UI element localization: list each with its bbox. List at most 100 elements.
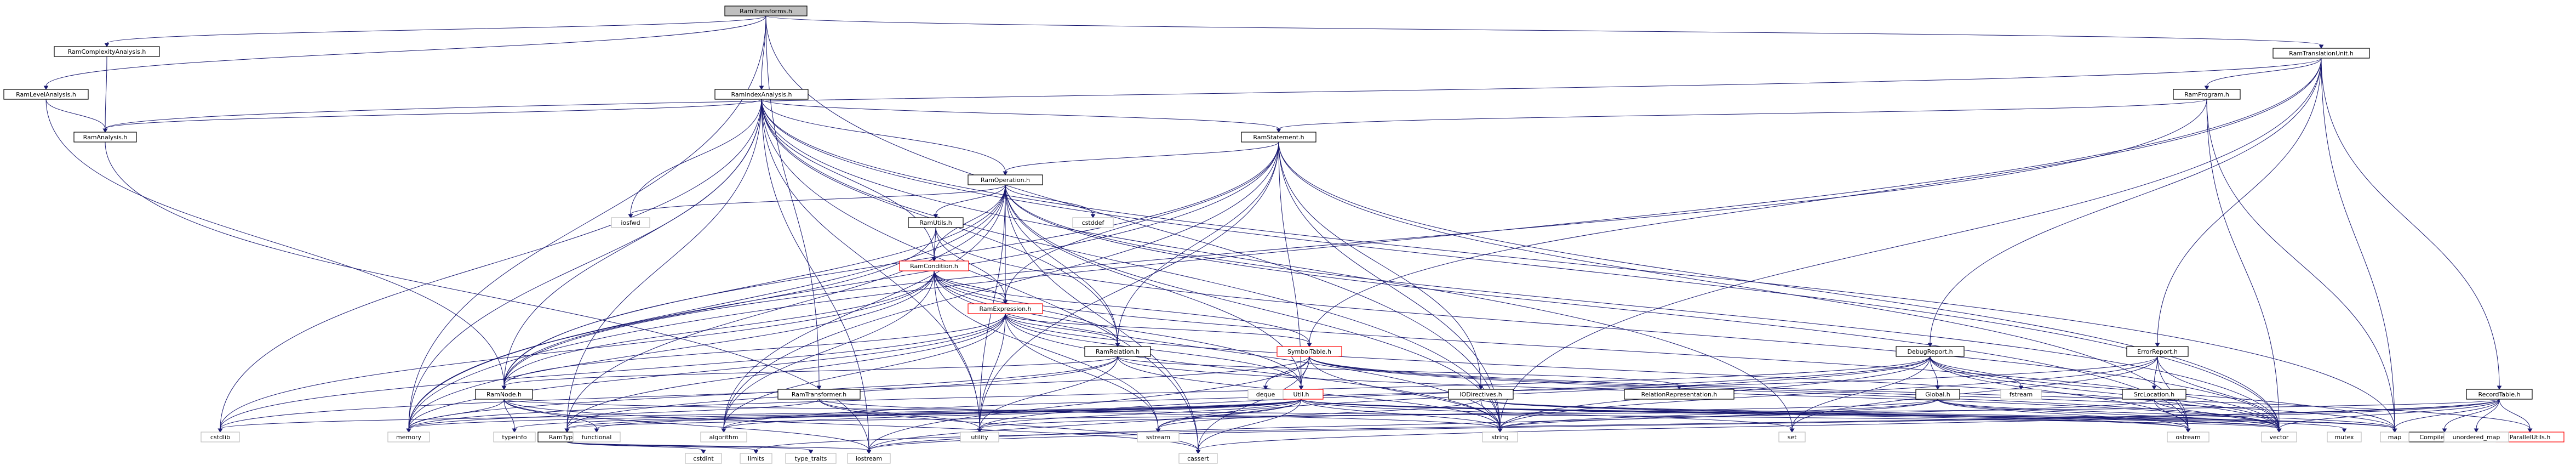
node-global-h[interactable]: Global.h: [1915, 389, 1960, 400]
nodes-layer: RamTransforms.hRamComplexityAnalysis.hRa…: [3, 5, 2564, 464]
node-label: typeinfo: [502, 434, 526, 441]
edge-ramindex-to-ramcondition: [761, 99, 937, 262]
node-ramstatement-h[interactable]: RamStatement.h: [1241, 132, 1316, 143]
edge-srclocation-to-ostream: [2154, 399, 2191, 433]
node-label: SrcLocation.h: [2134, 391, 2174, 398]
edge-ramcondition-to-ramexpression: [934, 270, 1008, 304]
node-box: [387, 432, 430, 442]
node-ramtranslationunit-h[interactable]: RamTranslationUnit.h: [2272, 48, 2370, 59]
edge-ramtu-to-map: [2321, 58, 2397, 433]
edge-ramstatement-to-ramoperation: [1003, 141, 1279, 175]
node-algorithm: algorithm: [700, 432, 747, 442]
node-label: RamStatement.h: [1253, 134, 1304, 141]
node-label: RamTransforms.h: [740, 8, 792, 15]
edge-ramexpression-to-algorithm: [721, 313, 1006, 433]
edge-ramoperation-to-ramnode: [501, 184, 1006, 390]
edge-recordtable-to-vector: [2276, 399, 2500, 433]
node-label: RamAnalysis.h: [83, 134, 128, 141]
node-map: map: [2380, 432, 2409, 442]
node-label: IODirectives.h: [1459, 391, 1502, 398]
node-ramlevelanalysis-h[interactable]: RamLevelAnalysis.h: [3, 89, 89, 100]
node-iodirectives-h[interactable]: IODirectives.h: [1448, 389, 1514, 400]
node-label: unordered_map: [2453, 434, 2500, 441]
node-ramprogram-h[interactable]: RamProgram.h: [2173, 89, 2241, 100]
node-ramindexanalysis-h[interactable]: RamIndexAnalysis.h: [714, 89, 809, 100]
node-symboltable-h[interactable]: SymbolTable.h: [1276, 346, 1342, 357]
node-ramtransforms-h[interactable]: RamTransforms.h: [724, 5, 808, 16]
edge-ramnode-to-iostream: [503, 399, 872, 454]
node-label: DebugReport.h: [1907, 348, 1953, 355]
node-iosfwd: iosfwd: [611, 217, 650, 228]
edge-ramcondition-to-utility: [934, 270, 982, 433]
node-label: RamNode.h: [486, 391, 522, 398]
edge-ramtransforms-to-ramcomplexity: [104, 15, 766, 47]
edge-ramstatement-to-ramnode: [501, 141, 1279, 390]
node-box: [1178, 453, 1218, 464]
edge-srclocation-to-string: [1497, 399, 2155, 433]
edge-ramindex-to-ramanalysis: [102, 99, 762, 133]
node-ramtransformer-h[interactable]: RamTransformer.h: [777, 389, 861, 400]
node-ramnode-h[interactable]: RamNode.h: [475, 389, 533, 400]
edge-recordtable-to-parallelutils: [2499, 399, 2533, 433]
node-parallelutils-h[interactable]: ParallelUtils.h: [2495, 432, 2564, 442]
node-string: string: [1482, 432, 1518, 442]
node-box: [1915, 389, 1960, 400]
edge-recordtable-to-ramtypes: [564, 399, 2500, 433]
edge-debugreport-to-global: [1930, 356, 1940, 390]
node-label: RamOperation.h: [981, 177, 1030, 184]
node-util-h[interactable]: Util.h: [1279, 389, 1324, 400]
node-label: RecordTable.h: [2478, 391, 2521, 398]
edge-ramstatement-to-iodirectives: [1278, 141, 1484, 390]
node-box: [1482, 432, 1518, 442]
node-ramcomplexityanalysis-h[interactable]: RamComplexityAnalysis.h: [54, 46, 160, 57]
node-srclocation-h[interactable]: SrcLocation.h: [2122, 389, 2186, 400]
edge-recordtable-to-map: [2392, 399, 2500, 433]
node-box: [1247, 389, 1284, 400]
node-label: sstream: [1146, 434, 1170, 441]
node-box: [573, 432, 621, 442]
node-memory: memory: [387, 432, 430, 442]
node-relationrepresentation-h[interactable]: RelationRepresentation.h: [1624, 389, 1734, 400]
node-sstream: sstream: [1137, 432, 1180, 442]
edge-errorreport-to-set: [1789, 356, 2158, 433]
node-label: type_traits: [795, 455, 827, 462]
edge-ramstatement-to-ramrelation: [1115, 141, 1279, 347]
node-recordtable-h[interactable]: RecordTable.h: [2466, 389, 2533, 400]
node-box: [2272, 48, 2370, 59]
edge-ramtu-to-symboltable: [1307, 58, 2322, 347]
edge-recordtable-to-unordered-map: [2474, 399, 2500, 433]
edge-ramprogram-to-ramstatement: [1276, 99, 2207, 133]
node-box: [2261, 432, 2297, 442]
node-ramexpression-h[interactable]: RamExpression.h: [968, 303, 1043, 314]
edge-ramcondition-to-memory: [406, 270, 935, 433]
node-label: algorithm: [709, 434, 738, 441]
node-ramrelation-h[interactable]: RamRelation.h: [1084, 346, 1151, 357]
edge-ramindex-to-ramtypes: [564, 99, 762, 433]
node-box: [2126, 346, 2189, 357]
node-mutex: mutex: [2327, 432, 2362, 442]
node-debugreport-h[interactable]: DebugReport.h: [1896, 346, 1965, 357]
node-box: [908, 217, 964, 228]
node-box: [968, 174, 1043, 185]
node-ramutils-h[interactable]: RamUtils.h: [908, 217, 964, 228]
node-box: [847, 453, 891, 464]
edge-ramutils-to-vector: [935, 227, 2282, 433]
node-box: [2173, 89, 2241, 100]
node-label: SymbolTable.h: [1287, 348, 1331, 355]
node-box: [1084, 346, 1151, 357]
edge-util-to-iostream: [866, 399, 1302, 454]
node-box: [714, 89, 809, 100]
node-ramoperation-h[interactable]: RamOperation.h: [968, 174, 1043, 185]
node-ramanalysis-h[interactable]: RamAnalysis.h: [73, 132, 137, 143]
edges-layer: [43, 15, 2533, 454]
node-box: [899, 260, 969, 271]
node-box: [1624, 389, 1734, 400]
node-box: [1137, 432, 1180, 442]
edge-ramlevel-to-ramnode: [45, 99, 507, 390]
edge-recordtable-to-cassert: [1195, 399, 2500, 454]
edge-recordtable-to-compiledtuple: [2442, 399, 2500, 433]
node-iostream: iostream: [847, 453, 891, 464]
node-errorreport-h[interactable]: ErrorReport.h: [2126, 346, 2189, 357]
edge-ramoperation-to-ramutils: [933, 184, 1006, 218]
node-ramcondition-h[interactable]: RamCondition.h: [899, 260, 969, 271]
